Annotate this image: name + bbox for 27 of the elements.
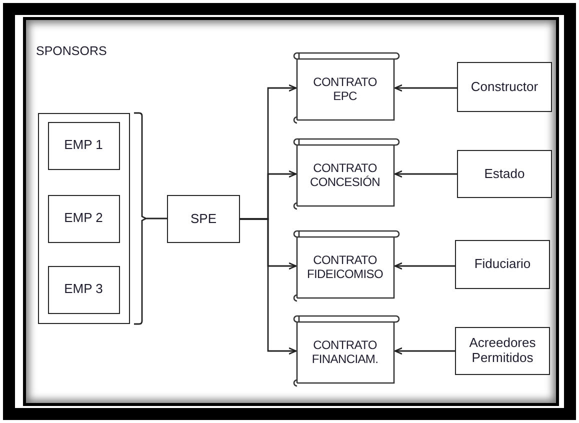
heading-label: SPONSORS bbox=[36, 44, 107, 58]
entity-box bbox=[48, 266, 120, 314]
node-label: Fiduciario bbox=[474, 257, 531, 272]
arrow bbox=[240, 218, 297, 355]
entity-box bbox=[457, 150, 552, 198]
arrow bbox=[394, 170, 457, 178]
entity-box bbox=[48, 122, 120, 170]
node-label: Estado bbox=[484, 166, 525, 182]
contract-label: CONTRATO FINANCIAM. bbox=[310, 339, 380, 367]
group-box bbox=[38, 113, 130, 324]
node-label: EMP 2 bbox=[64, 211, 103, 226]
node-label: Acreedores Permitidos bbox=[468, 336, 537, 366]
arrow bbox=[394, 347, 455, 355]
arrow bbox=[394, 262, 455, 270]
entity-box bbox=[48, 194, 120, 242]
arrow bbox=[394, 84, 457, 92]
node-label: Constructor bbox=[470, 80, 538, 94]
contract-label: CONTRATO EPC bbox=[312, 76, 378, 104]
entity-box bbox=[455, 240, 550, 289]
node-label: SPE bbox=[190, 212, 216, 226]
node-label: EMP 1 bbox=[64, 138, 103, 153]
contract-label: CONTRATO CONCESIÓN bbox=[309, 162, 381, 190]
entity-box bbox=[457, 62, 552, 112]
contract-label: CONTRATO FIDEICOMISO bbox=[306, 254, 384, 282]
entity-box bbox=[167, 195, 240, 243]
entity-box bbox=[455, 327, 550, 375]
node-label: EMP 3 bbox=[64, 282, 103, 297]
